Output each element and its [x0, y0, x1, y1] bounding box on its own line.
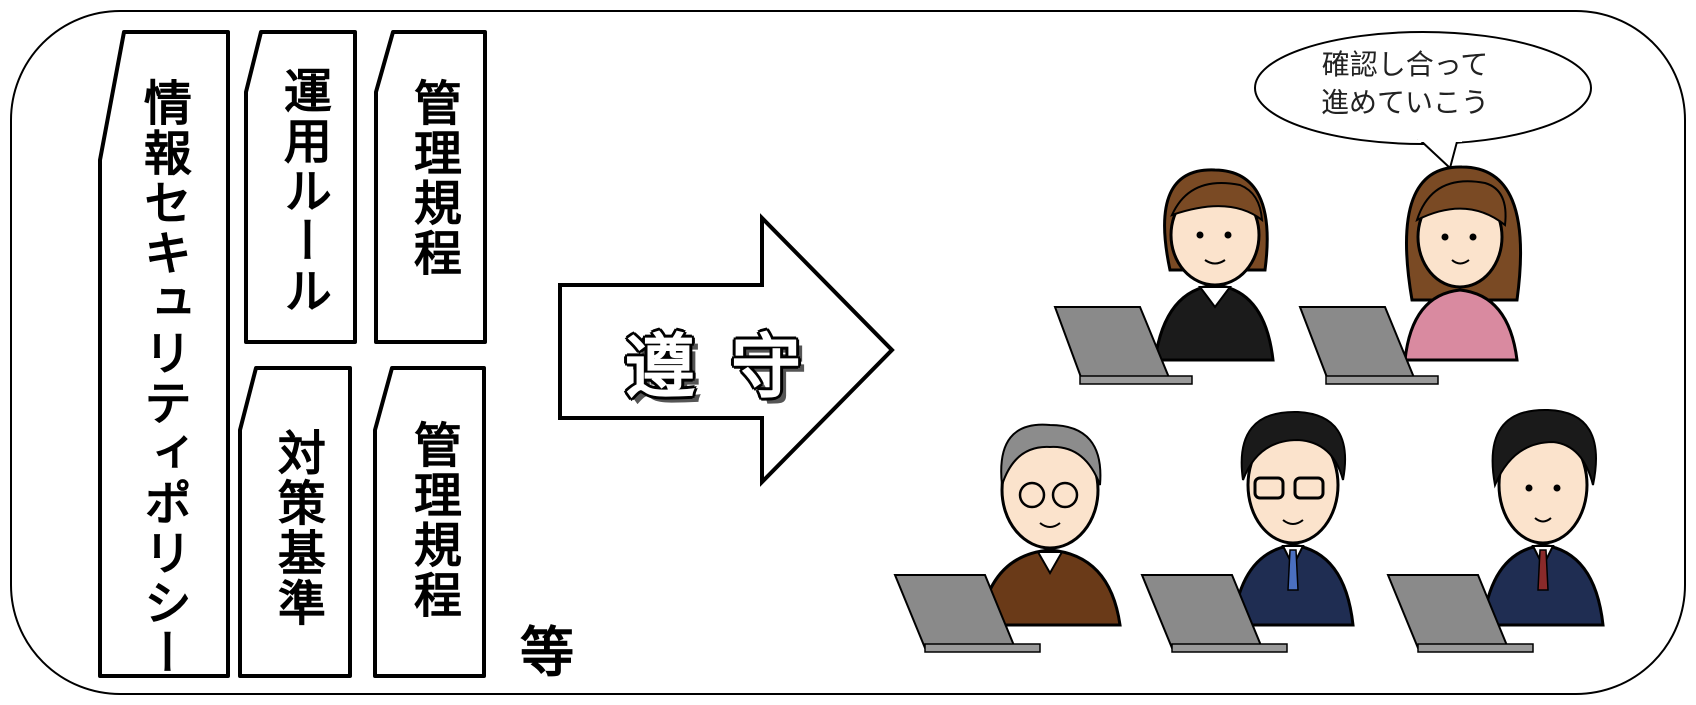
young-man-illustration: [1481, 408, 1605, 627]
woman-pink-top-illustration: [1403, 165, 1523, 362]
mgmt-document-1: [374, 30, 487, 344]
mgmt-label-1: 管理規程: [404, 78, 461, 278]
mgmt-label-2: 管理規程: [404, 420, 461, 620]
bubble-line-2: 進めていこう: [1320, 86, 1489, 119]
arrow-label: 遵守: [625, 326, 837, 408]
rounded-frame: [10, 10, 1686, 695]
woman-black-top-illustration: [1153, 168, 1275, 362]
man-glasses-illustration: [1231, 410, 1355, 627]
laptop-icon: [1140, 574, 1288, 653]
measures-document: [238, 366, 352, 678]
mgmt-document-2: [373, 366, 486, 678]
speech-bubble: [1254, 31, 1592, 170]
measures-label: 対策基準: [268, 428, 325, 628]
rules-document: [244, 30, 357, 344]
bubble-text: 確認し合って 進めていこう: [1320, 46, 1490, 122]
policy-document: [98, 30, 230, 678]
laptop-icon: [1386, 574, 1534, 653]
policy-label: 情報セキュリティポリシー: [134, 78, 191, 678]
rules-label: 運用ルール: [274, 66, 331, 316]
comply-arrow: [558, 213, 895, 487]
laptop-icon: [1298, 306, 1439, 385]
older-man-illustration: [978, 423, 1122, 627]
etc-label: 等: [520, 621, 574, 684]
laptop-icon: [1053, 306, 1193, 385]
bubble-line-1: 確認し合って: [1321, 48, 1489, 81]
laptop-icon: [893, 574, 1041, 653]
